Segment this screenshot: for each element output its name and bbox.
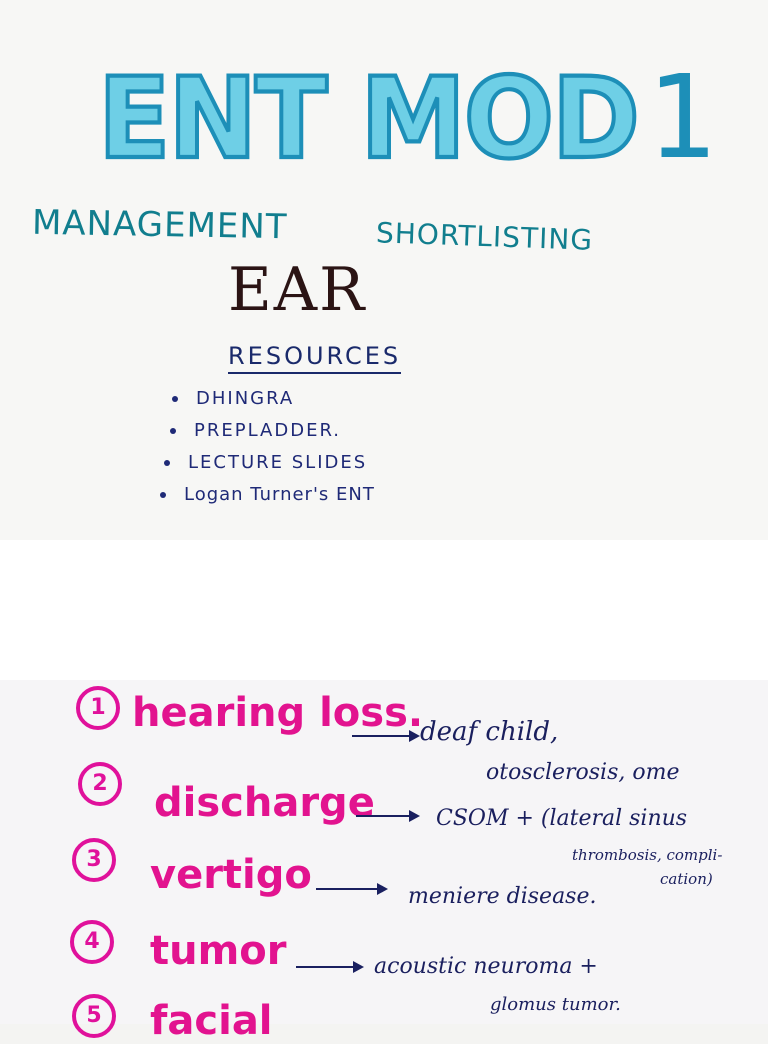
page-gap [0, 540, 768, 680]
note-line: glomus tumor. [490, 994, 621, 1015]
note-line: otosclerosis, ome [486, 760, 680, 785]
symptom-label: facial [150, 998, 273, 1044]
resource-item: PREPLADDER. [170, 420, 385, 452]
note-line: CSOM + (lateral sinus [436, 806, 688, 831]
number-circle: 1 [76, 686, 120, 730]
resources-list: DHINGRA PREPLADDER. LECTURE SLIDES Logan… [160, 388, 375, 516]
arrow-icon [296, 961, 364, 973]
number-circle: 5 [72, 994, 116, 1038]
number-circle: 4 [70, 920, 114, 964]
resources-heading: RESOURCES [228, 342, 402, 374]
note-line: thrombosis, compli- [572, 846, 723, 864]
bullet-icon [172, 396, 178, 402]
note-line: acoustic neuroma + [374, 954, 598, 979]
title-number: 1 [647, 49, 718, 185]
resource-label: PREPLADDER. [194, 420, 342, 441]
section-heading-ear: EAR [228, 255, 367, 325]
number-circle: 3 [72, 838, 116, 882]
bullet-icon [170, 428, 176, 434]
symptom-label: tumor [150, 928, 287, 974]
title-text: ENT MOD [96, 54, 642, 184]
note-line: meniere disease. [408, 884, 597, 909]
symptom-label: vertigo [150, 852, 312, 898]
resource-label: LECTURE SLIDES [188, 452, 368, 473]
resource-label: Logan Turner's ENT [184, 484, 375, 505]
symptom-label: discharge [154, 780, 375, 826]
resource-item: LECTURE SLIDES [164, 452, 379, 484]
resource-label: DHINGRA [196, 388, 295, 409]
number-circle: 2 [78, 762, 122, 806]
note-line: cation) [660, 870, 713, 888]
bullet-icon [164, 460, 170, 466]
resource-item: DHINGRA [172, 388, 387, 420]
arrow-icon [356, 810, 420, 822]
arrow-icon [352, 730, 420, 742]
bullet-icon [160, 492, 166, 498]
arrow-icon [316, 883, 388, 895]
resource-item: Logan Turner's ENT [160, 484, 375, 516]
note-line: deaf child, [420, 717, 559, 747]
notes-page-top [0, 0, 768, 540]
notes-page-bottom [0, 680, 768, 1024]
page-title: ENT MOD1 [96, 59, 718, 176]
subtitle-management: MANAGEMENT [31, 202, 288, 248]
symptom-label: hearing loss. [132, 690, 424, 736]
